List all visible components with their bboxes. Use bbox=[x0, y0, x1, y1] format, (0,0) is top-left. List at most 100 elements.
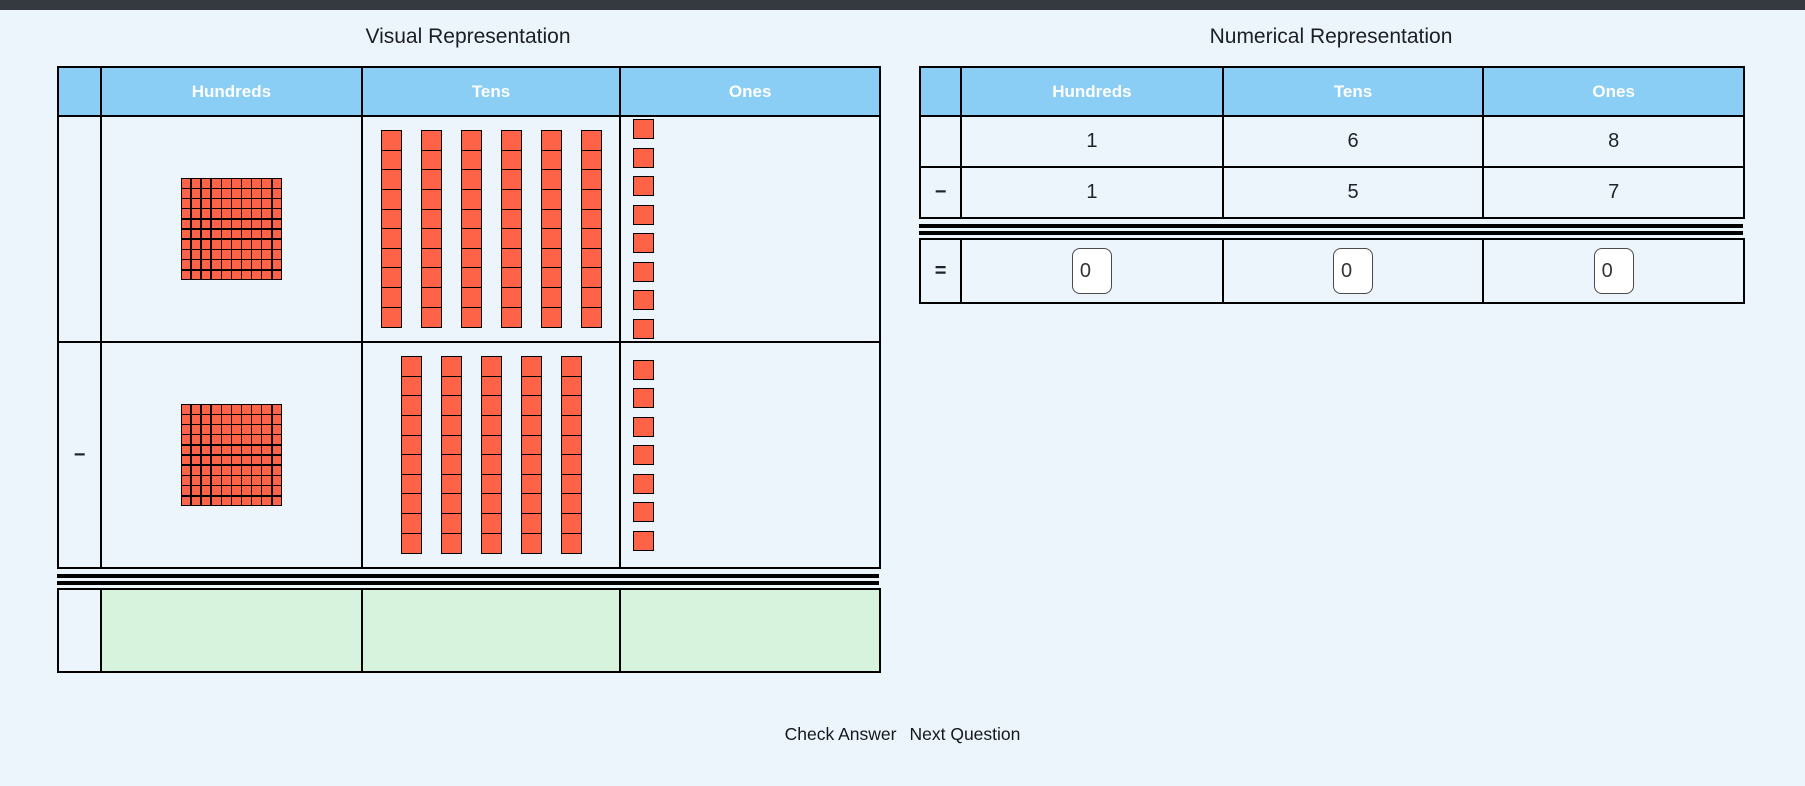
visual-answer-hundreds-cell[interactable] bbox=[100, 588, 363, 673]
numerical-ones-header: Ones bbox=[1482, 66, 1745, 117]
unit-cell bbox=[222, 486, 231, 495]
unit-cell bbox=[242, 178, 251, 188]
unit-cell bbox=[222, 455, 231, 465]
unit-cell bbox=[252, 445, 261, 455]
num-subtrahend-operator: − bbox=[918, 166, 963, 219]
subtrahend-hundreds-cell bbox=[100, 341, 363, 569]
unit-cell bbox=[242, 199, 251, 208]
unit-cell bbox=[181, 445, 191, 455]
unit-cell bbox=[460, 286, 482, 309]
num-minuend-hundreds: 1 bbox=[960, 115, 1224, 168]
equals-operator-cell: = bbox=[918, 238, 963, 304]
unit-cell bbox=[560, 532, 582, 554]
unit-cell bbox=[222, 229, 231, 239]
unit-cell bbox=[420, 189, 442, 211]
unit-cell bbox=[560, 473, 582, 495]
visual-answer-ones-cell[interactable] bbox=[619, 588, 881, 673]
ten-block bbox=[500, 130, 522, 328]
unit-cell bbox=[181, 465, 191, 475]
unit-cell bbox=[211, 455, 221, 465]
num-minuend-ones: 8 bbox=[1482, 115, 1745, 168]
unit-cell bbox=[222, 270, 231, 280]
unit-cell bbox=[520, 395, 542, 417]
one-block bbox=[633, 445, 655, 465]
unit-cell bbox=[201, 404, 211, 414]
unit-cell bbox=[181, 404, 191, 414]
unit-cell bbox=[500, 228, 522, 250]
subtrahend-operator-cell: − bbox=[56, 341, 103, 569]
unit-cell bbox=[520, 434, 542, 456]
minuend-tens-cell bbox=[360, 115, 622, 343]
unit-cell bbox=[420, 306, 442, 328]
answer-hundreds-cell bbox=[960, 238, 1224, 304]
unit-cell bbox=[232, 415, 241, 424]
unit-cell bbox=[252, 250, 261, 259]
unit-cell bbox=[262, 435, 272, 445]
unit-cell bbox=[520, 473, 542, 495]
answer-tens-input[interactable] bbox=[1333, 248, 1374, 294]
one-block bbox=[633, 530, 655, 551]
unit-cell bbox=[420, 286, 442, 309]
unit-cell bbox=[380, 306, 402, 328]
unit-cell bbox=[252, 209, 261, 219]
num-subtrahend-tens: 5 bbox=[1221, 166, 1485, 219]
unit-cell bbox=[232, 189, 241, 198]
unit-cell bbox=[580, 286, 602, 309]
unit-cell bbox=[500, 267, 522, 289]
unit-cell bbox=[242, 229, 251, 239]
unit-cell bbox=[222, 178, 231, 188]
unit-cell bbox=[211, 219, 221, 229]
unit-cell bbox=[272, 219, 282, 229]
unit-cell bbox=[560, 493, 582, 515]
num-minuend-tens: 6 bbox=[1221, 115, 1485, 168]
unit-cell bbox=[460, 130, 482, 152]
answer-hundreds-input[interactable] bbox=[1071, 248, 1112, 294]
ten-block bbox=[480, 356, 502, 554]
subtrahend-tens-cell bbox=[360, 341, 622, 569]
one-block bbox=[633, 388, 655, 408]
unit-cell bbox=[201, 425, 211, 434]
unit-cell bbox=[420, 149, 442, 172]
one-block bbox=[633, 147, 655, 168]
one-block bbox=[633, 204, 655, 225]
numerical-tens-header: Tens bbox=[1221, 66, 1485, 117]
unit-cell bbox=[181, 199, 191, 208]
minuend-ones-cell bbox=[619, 115, 881, 343]
unit-cell bbox=[211, 209, 221, 219]
action-buttons: Check Answer Next Question bbox=[0, 722, 1805, 747]
unit-cell bbox=[400, 473, 422, 495]
one-block bbox=[633, 416, 655, 437]
unit-cell bbox=[252, 270, 261, 280]
unit-cell bbox=[242, 189, 251, 198]
unit-cell bbox=[252, 189, 261, 198]
answer-ones-input[interactable] bbox=[1593, 248, 1634, 294]
unit-cell bbox=[252, 425, 261, 434]
unit-cell bbox=[222, 415, 231, 424]
unit-cell bbox=[222, 435, 231, 445]
unit-cell bbox=[191, 178, 201, 188]
unit-cell bbox=[242, 260, 251, 269]
next-question-button[interactable]: Next Question bbox=[909, 722, 1020, 747]
ten-block bbox=[400, 356, 422, 554]
visual-answer-tens-cell[interactable] bbox=[360, 588, 622, 673]
unit-cell bbox=[211, 476, 221, 485]
unit-cell bbox=[201, 486, 211, 495]
check-answer-button[interactable]: Check Answer bbox=[785, 722, 897, 747]
unit-cell bbox=[540, 306, 562, 328]
one-block bbox=[633, 233, 655, 254]
unit-cell bbox=[262, 415, 272, 424]
unit-cell bbox=[232, 455, 241, 465]
visual-tens-header: Tens bbox=[360, 66, 622, 117]
unit-cell bbox=[520, 375, 542, 398]
unit-cell bbox=[400, 356, 422, 378]
unit-cell bbox=[222, 445, 231, 455]
hundred-block bbox=[180, 403, 283, 507]
unit-cell bbox=[191, 239, 201, 249]
unit-cell bbox=[232, 219, 241, 229]
unit-cell bbox=[191, 199, 201, 208]
unit-cell bbox=[222, 404, 231, 414]
unit-cell bbox=[380, 247, 402, 269]
unit-cell bbox=[201, 219, 211, 229]
one-block bbox=[633, 290, 655, 311]
unit-cell bbox=[540, 286, 562, 309]
